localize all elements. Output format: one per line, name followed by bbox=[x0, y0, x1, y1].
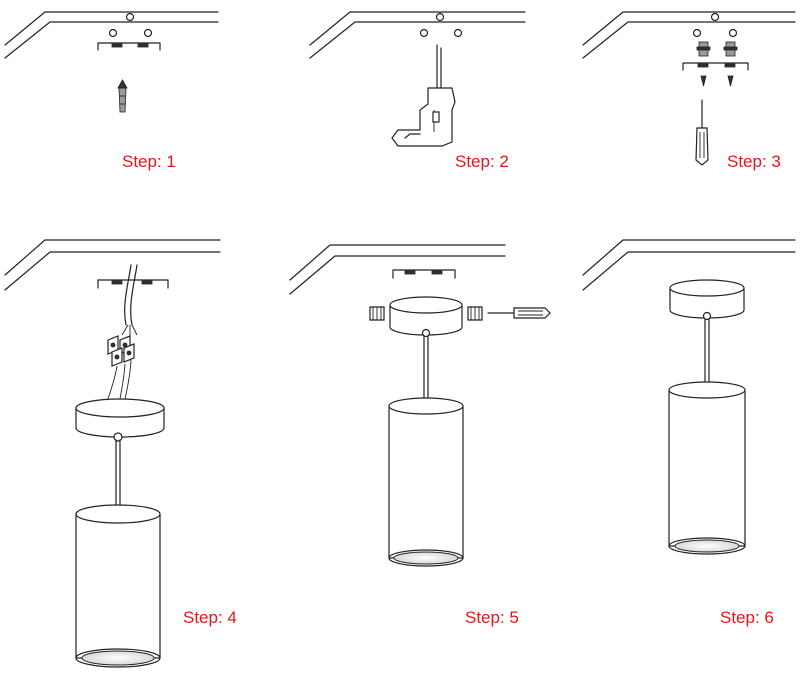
mounting-bracket bbox=[392, 269, 456, 279]
suspension-rod bbox=[113, 432, 123, 506]
step-6-panel: Step: 6 bbox=[582, 239, 796, 627]
pendant-cylinder bbox=[75, 504, 161, 668]
wall-anchor bbox=[117, 79, 128, 113]
ceiling-canopy bbox=[669, 279, 745, 319]
screwdriver bbox=[487, 307, 551, 319]
ceiling-outline bbox=[309, 11, 526, 59]
pendant-cylinder bbox=[668, 381, 746, 555]
step-6-label: Step: 6 bbox=[720, 608, 774, 627]
screws bbox=[700, 75, 734, 87]
step-3-panel: Step: 3 bbox=[582, 11, 796, 171]
lamp-wires bbox=[105, 359, 132, 406]
ceiling-outline bbox=[582, 11, 796, 59]
mounting-bracket bbox=[682, 62, 749, 71]
ceiling-canopy bbox=[389, 296, 463, 336]
step-2-panel: Step: 2 bbox=[309, 11, 526, 171]
step-1-panel: Step: 1 bbox=[4, 11, 219, 171]
step-5-panel: Step: 5 bbox=[289, 244, 551, 627]
step-1-label: Step: 1 bbox=[122, 152, 176, 171]
mounting-bracket bbox=[97, 279, 169, 289]
drill-hole-marks bbox=[692, 12, 738, 38]
ceiling-outline bbox=[4, 239, 221, 291]
ceiling-outline bbox=[289, 244, 506, 295]
power-cable bbox=[121, 264, 138, 336]
suspension-rod bbox=[421, 328, 431, 399]
step-5-label: Step: 5 bbox=[465, 608, 519, 627]
wall-anchors bbox=[696, 41, 738, 57]
ceiling-canopy bbox=[75, 398, 165, 438]
power-drill bbox=[391, 44, 456, 147]
ceiling-outline bbox=[4, 11, 219, 59]
ceiling-outline bbox=[582, 239, 796, 291]
step-4-panel: Step: 4 bbox=[4, 239, 237, 668]
step-3-label: Step: 3 bbox=[727, 152, 781, 171]
step-4-label: Step: 4 bbox=[183, 608, 237, 627]
screwdriver bbox=[695, 99, 709, 166]
drill-hole-marks bbox=[108, 12, 153, 38]
side-screw-left bbox=[369, 306, 385, 321]
terminal-block bbox=[107, 335, 135, 367]
mounting-bracket bbox=[97, 42, 161, 51]
step-2-label: Step: 2 bbox=[455, 152, 509, 171]
pendant-cylinder bbox=[388, 397, 464, 567]
side-screw-right bbox=[467, 306, 483, 321]
suspension-rod bbox=[702, 311, 712, 382]
drill-hole-marks bbox=[419, 12, 463, 38]
